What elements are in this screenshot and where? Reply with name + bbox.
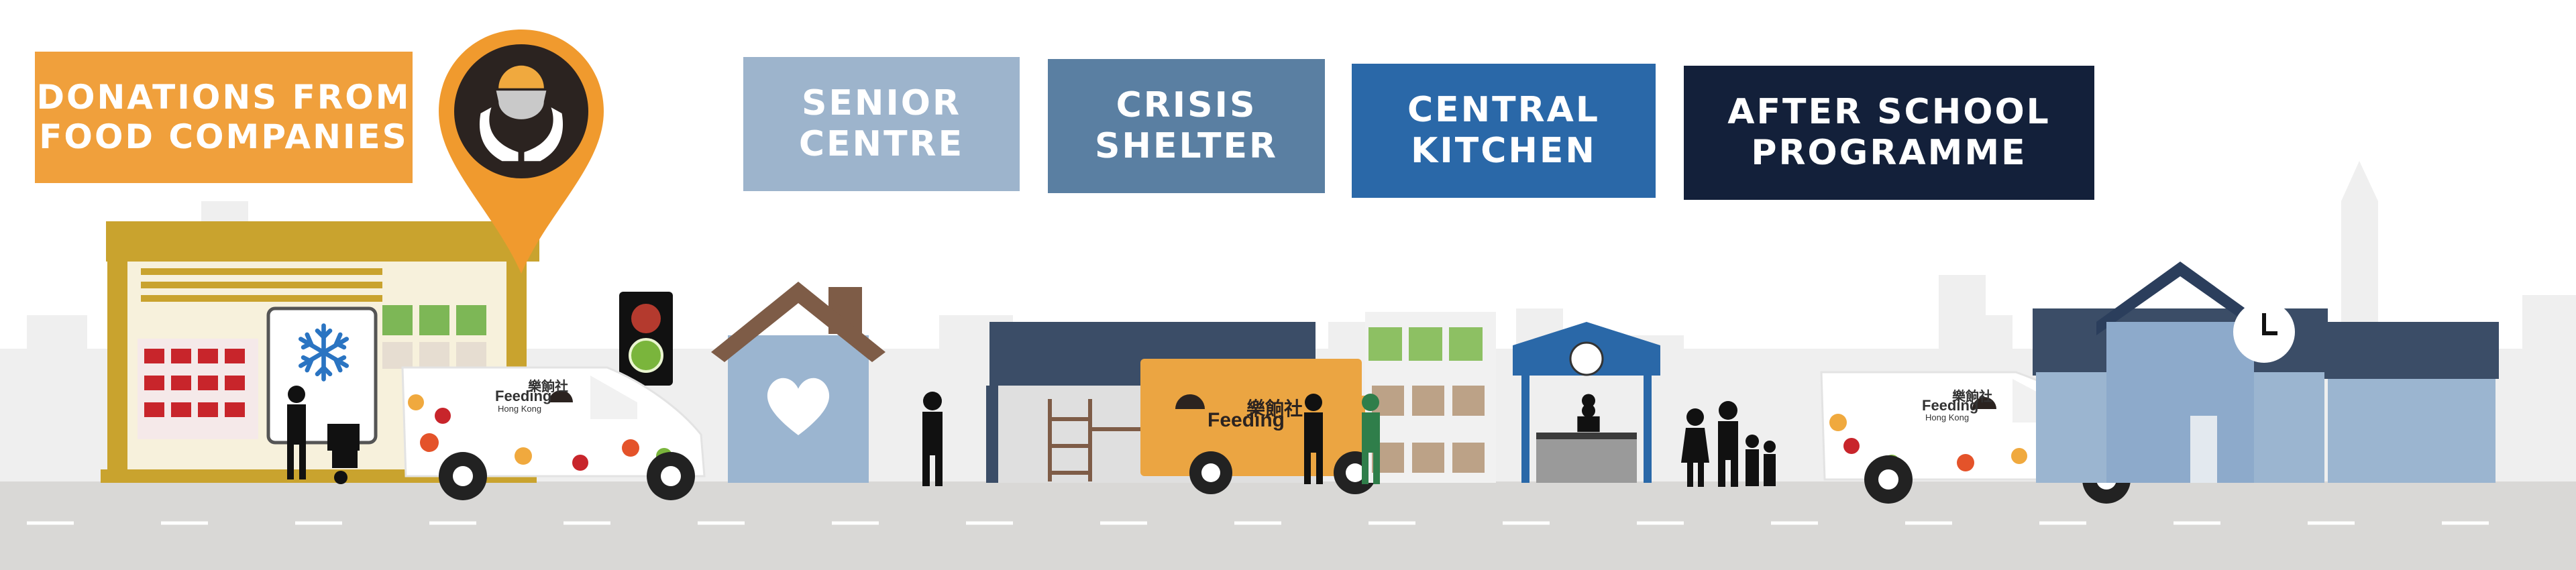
truck-brand-chinese: 樂餉社: [1246, 398, 1303, 419]
van2-brand-chinese: 樂餉社: [1952, 390, 1992, 404]
snowflake-icon: [298, 323, 350, 382]
label-senior-centre: SENIOR CENTRE: [743, 57, 1020, 191]
label-after-school: AFTER SCHOOL PROGRAMME: [1684, 66, 2094, 200]
truck-brand-name: Feeding: [1208, 409, 1285, 431]
label-central-kitchen: CENTRAL KITCHEN: [1352, 64, 1656, 198]
van1-brand-chinese: 樂餉社: [528, 380, 568, 394]
van2-brand-name: Feeding: [1922, 397, 1979, 414]
hands-bowl-icon: [479, 65, 564, 162]
traffic-light-icon: [619, 292, 673, 386]
van2-brand-sub: Hong Kong: [1925, 412, 1970, 422]
label-donations: DONATIONS FROM FOOD COMPANIES: [35, 52, 413, 183]
chef-icon: [1577, 394, 1600, 433]
heart-icon: [767, 378, 830, 435]
van1-brand-sub: Hong Kong: [498, 404, 542, 414]
clock-icon: [2233, 301, 2295, 363]
van1-brand-name: Feeding: [495, 388, 552, 404]
label-crisis-shelter: CRISIS SHELTER: [1048, 59, 1325, 193]
